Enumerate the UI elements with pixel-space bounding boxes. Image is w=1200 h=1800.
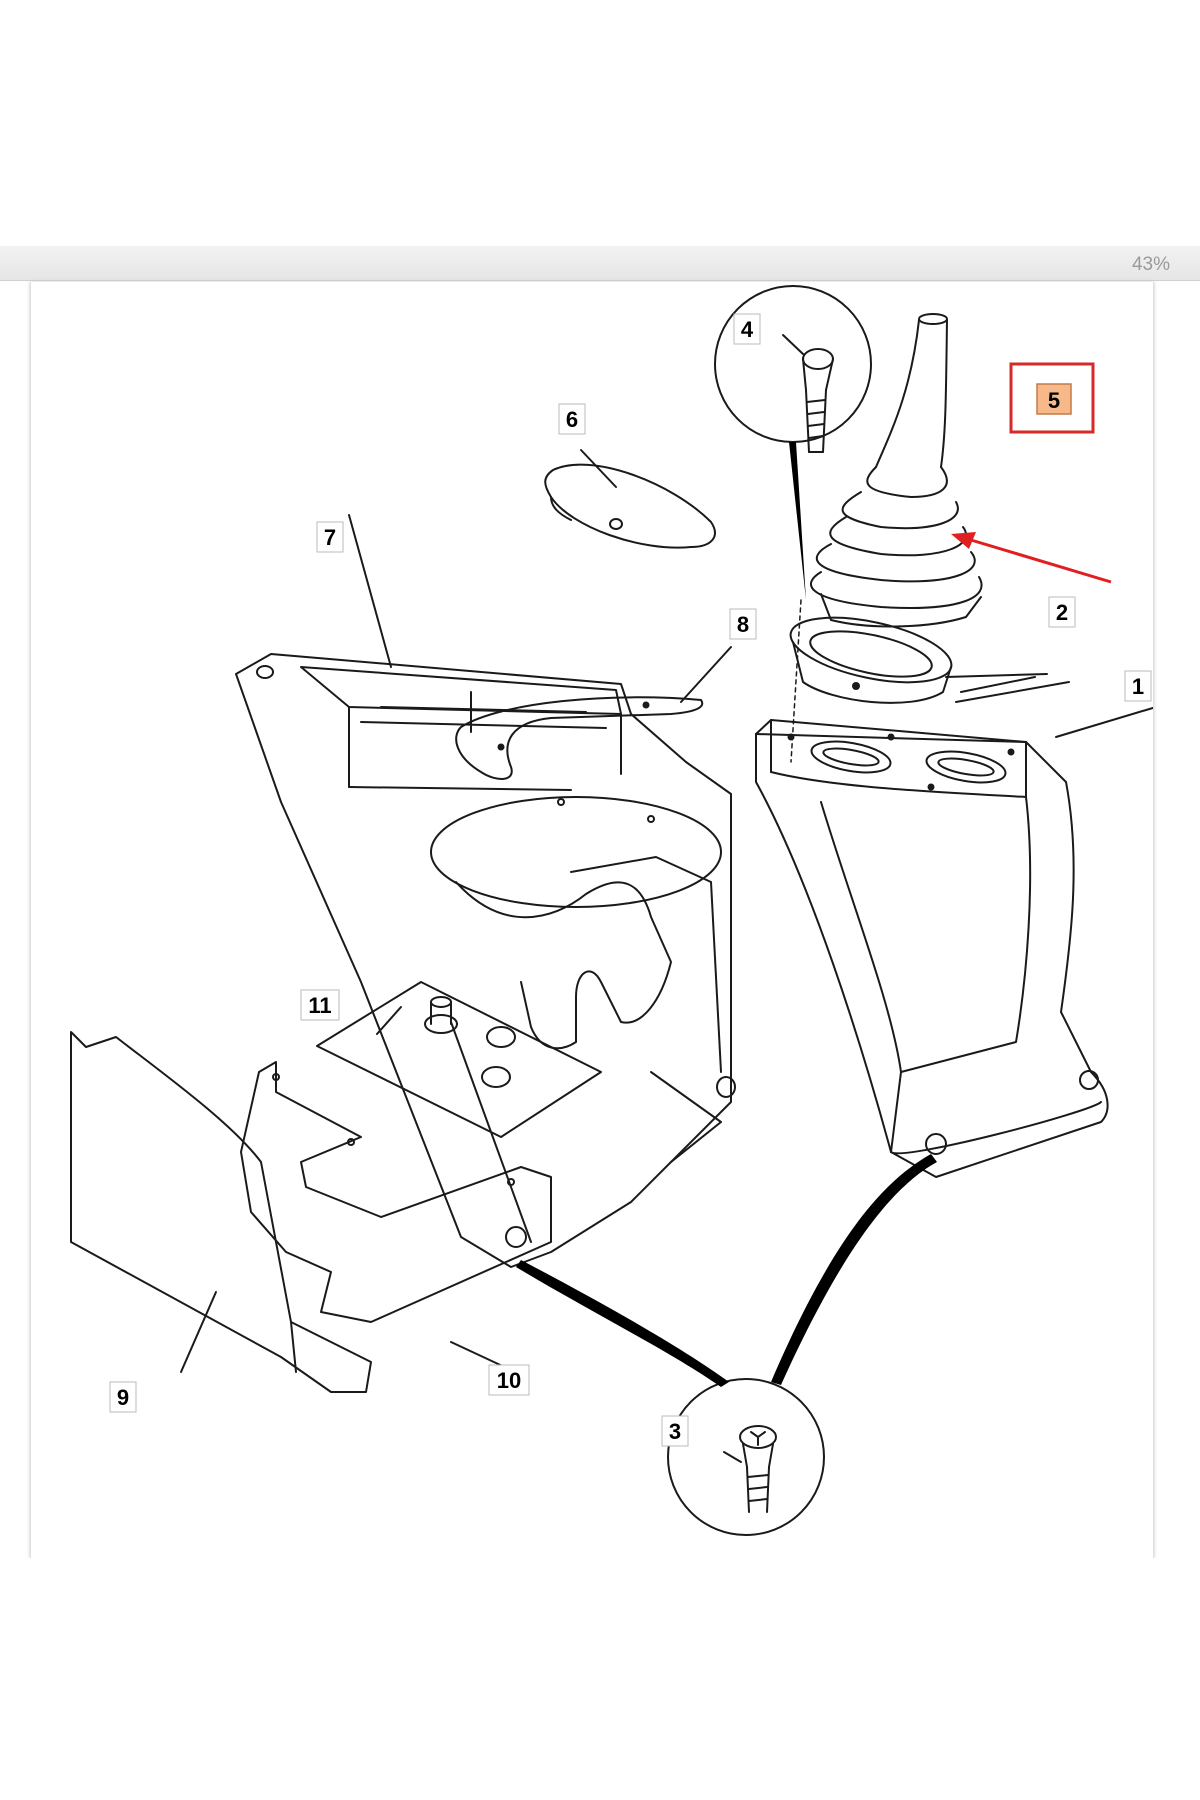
- callout-5-fill: [1036, 383, 1072, 415]
- callout-6[interactable]: 6: [566, 407, 578, 432]
- inset-pointer-3a: [516, 1260, 729, 1387]
- part-5-gaiter-boot: [810, 313, 983, 628]
- part-9-side-panel: [70, 1031, 372, 1393]
- part-6-cap: [544, 463, 716, 549]
- callout-11[interactable]: 11: [308, 993, 331, 1018]
- diagram-page: 1 2 3 4 5 6 7 8 9 10 11: [30, 282, 1154, 1558]
- exploded-parts-diagram: 1 2 3 4 5 6 7 8 9 10 11: [70, 285, 1153, 1536]
- callout-4[interactable]: 4: [741, 317, 754, 342]
- callout-1[interactable]: 1: [1132, 674, 1144, 699]
- part-8-crescent-plate: [455, 696, 704, 780]
- viewer-toolbar: 43%: [0, 246, 1200, 281]
- inset-pointer-4: [789, 442, 806, 600]
- part-3-screw-inset: [667, 1378, 825, 1536]
- highlight-arrow: [951, 532, 1112, 584]
- callout-5-highlight-box: [1009, 362, 1095, 434]
- part-11-bracket-plate: [316, 981, 602, 1138]
- callout-8[interactable]: 8: [737, 612, 749, 637]
- zoom-level-indicator[interactable]: 43%: [1131, 254, 1170, 275]
- part-10-mounting-plate: [240, 1061, 552, 1323]
- part-2-ring: [789, 616, 953, 704]
- callout-7[interactable]: 7: [324, 525, 336, 550]
- part-1-front-console: [755, 719, 1109, 1178]
- callout-2[interactable]: 2: [1056, 600, 1068, 625]
- part-4-bolt-inset: [714, 285, 872, 453]
- callout-3[interactable]: 3: [669, 1419, 681, 1444]
- callout-5[interactable]: 5: [1048, 388, 1060, 413]
- callout-9[interactable]: 9: [117, 1385, 129, 1410]
- part-7-console-shell: [235, 653, 736, 1268]
- viewer-background: [0, 1558, 1200, 1800]
- inset-pointer-3b: [771, 1154, 937, 1385]
- callout-10[interactable]: 10: [497, 1368, 521, 1393]
